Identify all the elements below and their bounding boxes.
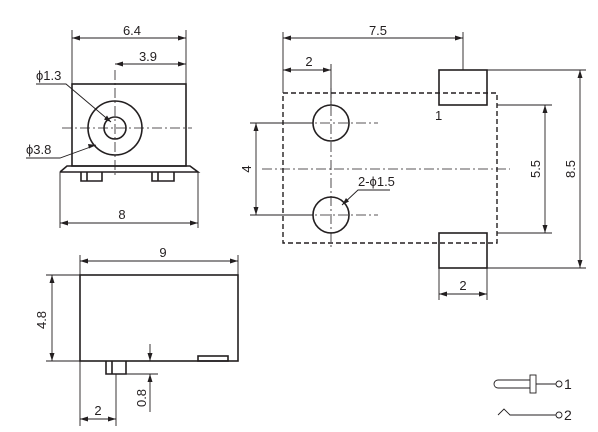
pad-1-label: 1 bbox=[435, 108, 442, 123]
pin-2-label: 2 bbox=[564, 407, 572, 423]
dim-inner-span: 5.5 bbox=[528, 160, 543, 178]
dim-center-offset: 3.9 bbox=[139, 49, 157, 64]
pad-2 bbox=[438, 232, 488, 269]
side-body-outline bbox=[79, 274, 239, 362]
leader-hole-dia bbox=[341, 189, 390, 206]
front-foot-right bbox=[151, 172, 175, 182]
front-view: 6.4 3.9 ϕ1.3 ϕ3.8 8 bbox=[26, 23, 201, 228]
footprint-outline bbox=[282, 92, 498, 244]
dim-side-length: 9 bbox=[159, 245, 166, 260]
dim-pin-length: 0.8 bbox=[134, 389, 149, 407]
dim-hole-dia: 2-ϕ1.5 bbox=[358, 174, 395, 189]
dim-side-height: 4.8 bbox=[34, 311, 49, 329]
pin-1-label: 1 bbox=[564, 376, 572, 392]
dim-hole-spacing: 4 bbox=[239, 165, 254, 172]
side-view: 9 4.8 2 0.8 bbox=[34, 245, 239, 426]
pin-1-terminal bbox=[555, 380, 563, 388]
front-foot-left bbox=[80, 172, 103, 182]
dim-front-width: 6.4 bbox=[123, 23, 141, 38]
pcb-footprint: 7.5 2 1 4 2-ϕ1.5 5.5 8.5 bbox=[239, 23, 586, 300]
plug-symbol bbox=[493, 379, 530, 389]
front-base-plate bbox=[59, 165, 201, 173]
front-body-outline bbox=[71, 83, 187, 167]
dim-pad-width: 2 bbox=[459, 278, 466, 293]
pad-1 bbox=[438, 69, 488, 106]
plug-collar bbox=[529, 374, 537, 394]
side-pin bbox=[105, 361, 127, 375]
dim-pin-hole-dia: ϕ1.3 bbox=[36, 68, 61, 83]
spring-contact-symbol bbox=[497, 408, 556, 416]
dim-pin-offset: 2 bbox=[94, 403, 101, 418]
leader-socket bbox=[26, 144, 97, 159]
dim-outer-span: 8.5 bbox=[563, 160, 578, 178]
dim-socket-dia: ϕ3.8 bbox=[26, 142, 51, 157]
schematic-symbol: 1 2 bbox=[493, 374, 572, 423]
dim-hole-offset: 2 bbox=[305, 54, 312, 69]
side-slot bbox=[197, 355, 229, 362]
leader-pin-hole bbox=[36, 83, 112, 123]
dim-pad-span: 7.5 bbox=[369, 23, 387, 38]
dim-body-width: 8 bbox=[118, 207, 125, 222]
pin-2-terminal bbox=[555, 411, 563, 419]
